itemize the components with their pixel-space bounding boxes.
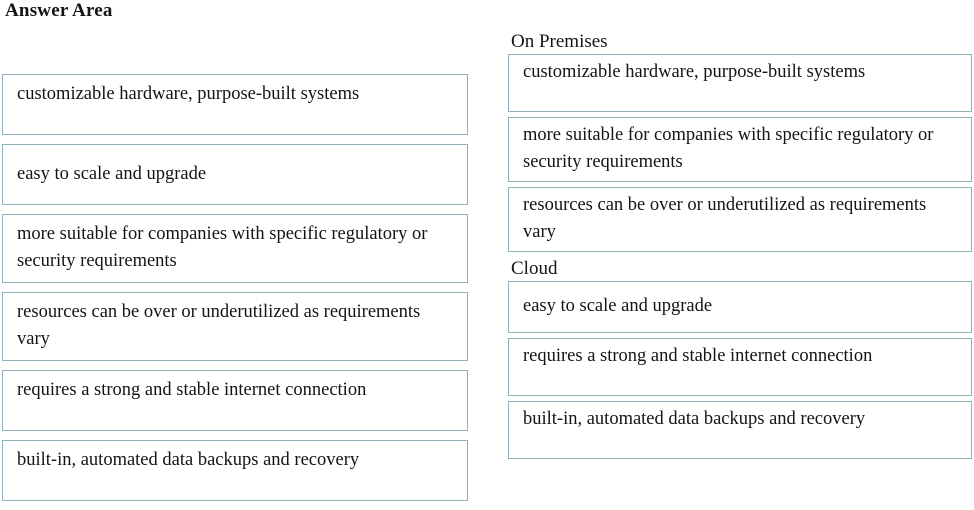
list-item[interactable]: easy to scale and upgrade <box>508 281 972 333</box>
option-label: easy to scale and upgrade <box>523 296 713 316</box>
list-item[interactable]: more suitable for companies with specifi… <box>508 117 972 182</box>
group-heading-on-premises: On Premises <box>511 31 608 52</box>
list-item[interactable]: requires a strong and stable internet co… <box>2 370 468 431</box>
option-label: requires a strong and stable internet co… <box>523 346 873 366</box>
page-title: Answer Area <box>5 0 113 21</box>
list-item[interactable]: resources can be over or underutilized a… <box>508 187 972 252</box>
option-label: more suitable for companies with specifi… <box>523 125 934 172</box>
option-label: built-in, automated data backups and rec… <box>523 409 866 429</box>
option-label: requires a strong and stable internet co… <box>17 380 367 400</box>
option-label: resources can be over or underutilized a… <box>17 302 421 349</box>
list-item[interactable]: more suitable for companies with specifi… <box>2 214 468 283</box>
list-item[interactable]: customizable hardware, purpose-built sys… <box>2 74 468 135</box>
source-options-column: customizable hardware, purpose-built sys… <box>2 74 468 510</box>
option-label: customizable hardware, purpose-built sys… <box>523 62 866 82</box>
option-label: easy to scale and upgrade <box>17 163 207 184</box>
list-item[interactable]: customizable hardware, purpose-built sys… <box>508 54 972 112</box>
list-item[interactable]: built-in, automated data backups and rec… <box>508 401 972 459</box>
drop-zone-on-premises[interactable]: customizable hardware, purpose-built sys… <box>508 54 972 252</box>
list-item[interactable]: requires a strong and stable internet co… <box>508 338 972 396</box>
list-item[interactable]: built-in, automated data backups and rec… <box>2 440 468 501</box>
option-label: customizable hardware, purpose-built sys… <box>17 84 360 104</box>
option-label: resources can be over or underutilized a… <box>523 195 927 242</box>
drop-zone-cloud[interactable]: easy to scale and upgrade requires a str… <box>508 281 972 459</box>
option-label: built-in, automated data backups and rec… <box>17 450 360 470</box>
list-item[interactable]: resources can be over or underutilized a… <box>2 292 468 361</box>
group-heading-cloud: Cloud <box>511 258 558 279</box>
list-item[interactable]: easy to scale and upgrade <box>2 144 468 205</box>
answer-targets-column: On Premises customizable hardware, purpo… <box>508 30 972 464</box>
option-label: more suitable for companies with specifi… <box>17 224 428 271</box>
